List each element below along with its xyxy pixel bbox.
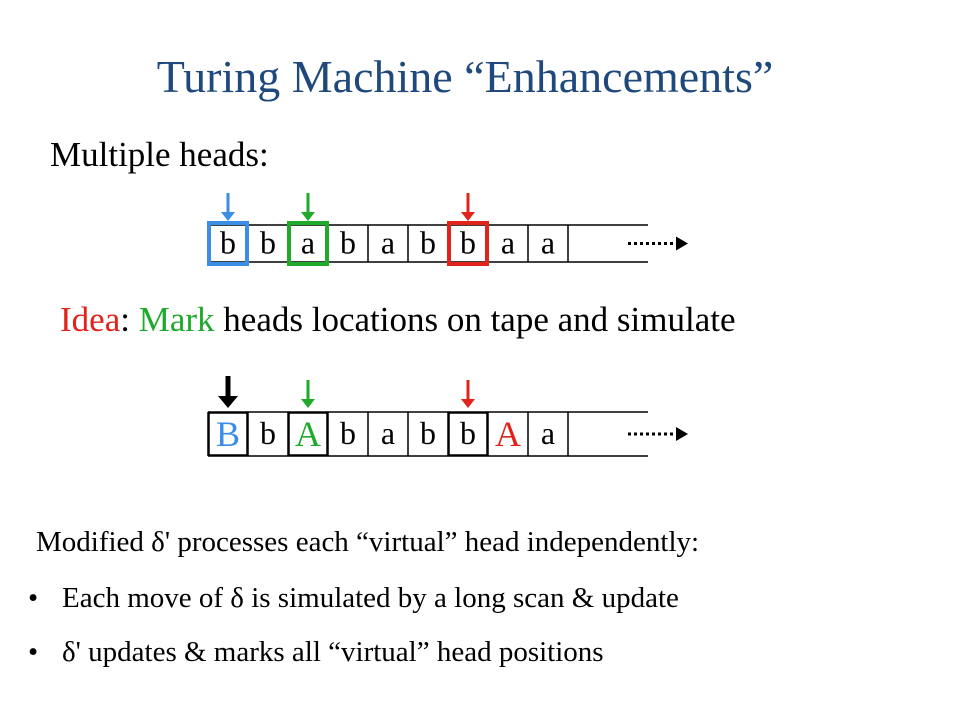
tape1-head-arrowhead	[461, 212, 475, 221]
tape2-cell-symbol: A	[295, 414, 321, 454]
bullet-dot: •	[28, 582, 39, 614]
subtitle-multiple-heads: Multiple heads:	[50, 135, 269, 174]
tape2-marked-cell-outline	[448, 412, 488, 456]
slide-title: Turing Machine “Enhancements”	[156, 51, 774, 102]
tape1-head-arrowhead	[301, 212, 315, 221]
bullet-text: Each move of δ is simulated by a long sc…	[62, 582, 679, 614]
tape1-cell-symbol: b	[420, 225, 436, 261]
bullet-text: δ' updates & marks all “virtual” head po…	[62, 636, 604, 668]
idea-rest: heads locations on tape and simulate	[223, 300, 736, 339]
mark-word: Mark	[138, 300, 215, 339]
idea-colon: :	[120, 300, 130, 339]
bullet-item: • δ' updates & marks all “virtual” head p…	[28, 636, 604, 669]
tape2-cell-symbol: A	[495, 414, 521, 454]
tape2-head-arrowhead	[218, 396, 238, 408]
tape1-head-box	[207, 221, 249, 266]
tape1-cell-symbol: b	[460, 225, 476, 261]
tape1-cell-symbol: a	[301, 225, 315, 261]
tape1-cell-symbol: b	[220, 225, 236, 261]
tape1-head-box	[287, 221, 329, 266]
tape2-cell-symbol: B	[216, 414, 240, 454]
bullet-item: • Each move of δ is simulated by a long s…	[28, 582, 679, 615]
tape1-continuation-arrowhead	[676, 236, 688, 251]
tape2-marked-cell-outline	[208, 412, 248, 456]
tape2-marked-cell-outline	[288, 412, 328, 456]
tape2-cell-symbol: b	[260, 415, 276, 451]
tape2-cell-symbol: b	[460, 415, 476, 451]
tape1-cell-symbol: a	[541, 225, 555, 261]
modified-delta-text: Modified δ' processes each “virtual” hea…	[36, 526, 700, 558]
tape2-head-arrowhead	[301, 399, 315, 408]
tape2-cell-symbol: a	[381, 415, 395, 451]
idea-word: Idea	[60, 300, 121, 339]
tape2-cell-symbol: a	[541, 415, 555, 451]
tape2-head-arrowhead	[461, 399, 475, 408]
bullet-dot: •	[28, 636, 39, 668]
tape1-head-arrowhead	[221, 212, 235, 221]
idea-line: Idea: Mark heads locations on tape and s…	[60, 300, 736, 340]
tape2-cell-symbol: b	[420, 415, 436, 451]
tape1-cell-symbol: b	[260, 225, 276, 261]
tape1-head-box	[447, 221, 489, 266]
tape2-cell-symbol: b	[340, 415, 356, 451]
tape1-cell-symbol: a	[381, 225, 395, 261]
tape2-continuation-arrowhead	[676, 427, 688, 441]
tape1-cell-symbol: b	[340, 225, 356, 261]
tape1-cell-symbol: a	[501, 225, 515, 261]
